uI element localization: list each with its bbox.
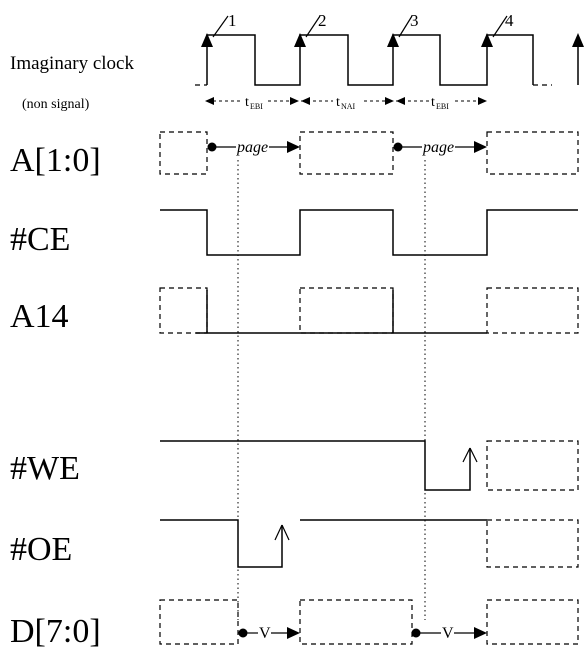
page-annotation-2: page	[393, 139, 487, 156]
clock-label: Imaginary clock	[10, 53, 134, 74]
signal-label-a10: A[1:0]	[10, 142, 101, 179]
signal-label-oe: #OE	[10, 531, 72, 568]
timing-label-tebi-1: t EBI	[245, 95, 263, 111]
oe-waveform	[160, 519, 579, 568]
a14-waveform	[159, 287, 579, 334]
cycle-number-1: 1	[228, 11, 237, 30]
timing-annotations	[205, 97, 487, 105]
cycle-number-3: 3	[410, 11, 419, 30]
timing-label-tebi-2: t EBI	[431, 95, 449, 111]
cycle-number-2: 2	[318, 11, 327, 30]
cycle-number-4: 4	[505, 11, 514, 30]
svg-text:page: page	[236, 139, 268, 156]
we-waveform	[160, 440, 579, 491]
clock-waveform	[195, 34, 552, 86]
svg-text:t: t	[431, 95, 435, 110]
signal-label-a14: A14	[10, 298, 69, 335]
data-waveform	[159, 599, 579, 645]
svg-text:EBI: EBI	[250, 102, 263, 111]
svg-text:t: t	[336, 95, 340, 110]
svg-text:page: page	[422, 139, 454, 156]
a10-waveform	[159, 131, 579, 175]
clock-sublabel: (non signal)	[22, 97, 90, 112]
timing-label-tnai: t NAI	[336, 95, 356, 111]
svg-text:t: t	[245, 95, 249, 110]
cycle-numbers: 1 2 3 4	[212, 11, 514, 38]
svg-text:V: V	[259, 625, 271, 642]
signal-label-ce: #CE	[10, 221, 70, 258]
svg-text:EBI: EBI	[436, 102, 449, 111]
svg-text:NAI: NAI	[341, 102, 356, 111]
valid-annotation-1: V	[238, 625, 300, 642]
page-annotation-1: page	[207, 139, 300, 156]
svg-text:V: V	[442, 625, 454, 642]
valid-annotation-2: V	[411, 625, 487, 642]
signal-label-data: D[7:0]	[10, 613, 101, 650]
ce-waveform	[160, 209, 578, 256]
clock-rising-edge-arrows	[201, 33, 584, 85]
signal-label-we: #WE	[10, 450, 80, 487]
